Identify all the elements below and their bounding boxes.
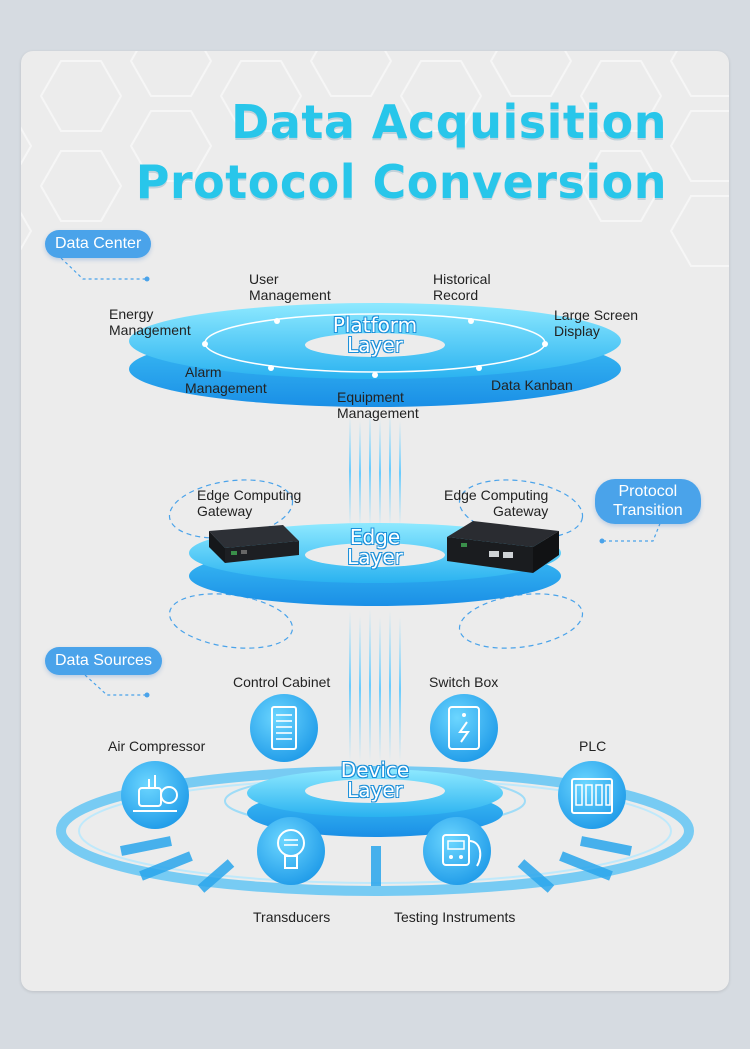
switch-box-icon — [430, 694, 498, 762]
module-historical-record: Historical Record — [433, 271, 491, 303]
device-layer-label-line-2: Layer — [347, 778, 403, 802]
tag-data-center: Data Center — [45, 230, 152, 258]
module-energy-management: Energy Management — [109, 306, 191, 338]
gateway-right-label: Edge Computing Gateway — [444, 487, 548, 519]
source-control-cabinet-label: Control Cabinet — [233, 674, 331, 690]
edge-layer-label: Edge Layer — [325, 527, 425, 567]
tag-protocol-transition-line-2: Transition — [613, 502, 683, 519]
platform-layer-disc — [129, 303, 621, 407]
gateway-left-label: Edge Computing Gateway — [197, 487, 301, 519]
tag-protocol-transition: Protocol Transition — [595, 479, 701, 524]
device-layer-label: Device Layer — [325, 760, 425, 800]
module-energy-management-line-1: Energy — [109, 306, 154, 322]
module-user-management-line-1: User — [249, 271, 279, 287]
control-cabinet-icon — [250, 694, 318, 762]
platform-layer-label-line-1: Platform — [332, 313, 418, 337]
tag-protocol-transition-line-1: Protocol — [618, 483, 678, 500]
plc-icon — [558, 761, 626, 829]
tag-data-sources: Data Sources — [45, 647, 162, 675]
tag-leader-lines — [60, 257, 662, 696]
module-equipment-management-line-1: Equipment — [337, 389, 404, 405]
gateway-device-right — [447, 521, 559, 573]
platform-layer-label-line-2: Layer — [347, 333, 403, 357]
device-layer-label-line-1: Device — [340, 758, 410, 782]
air-compressor-icon — [121, 761, 189, 829]
module-equipment-management: Equipment Management — [337, 389, 419, 421]
gateway-device-left — [209, 525, 299, 563]
hexagon-pattern — [21, 51, 729, 267]
page-title-line-2: Protocol Conversion — [135, 155, 667, 209]
module-energy-management-line-2: Management — [109, 322, 191, 338]
module-user-management: User Management — [249, 271, 331, 303]
edge-layer-label-line-2: Layer — [347, 545, 403, 569]
edge-layer-label-line-1: Edge — [349, 525, 401, 549]
testing-instrument-icon — [423, 817, 491, 885]
module-data-kanban: Data Kanban — [491, 377, 573, 393]
module-historical-record-line-1: Historical — [433, 271, 491, 287]
module-historical-record-line-2: Record — [433, 287, 479, 303]
module-large-screen-display: Large Screen Display — [554, 307, 638, 339]
diagram-card: Data Acquisition Protocol Conversion Dat… — [21, 51, 729, 991]
module-alarm-management: Alarm Management — [185, 364, 267, 396]
gateway-right-label-line-2: Gateway — [493, 503, 549, 519]
module-alarm-management-line-1: Alarm — [185, 364, 222, 380]
module-alarm-management-line-2: Management — [185, 380, 267, 396]
data-beams-upper — [349, 411, 401, 527]
tag-leader-dots — [144, 276, 605, 698]
gateway-left-label-line-1: Edge Computing — [197, 487, 302, 503]
platform-layer-label: Platform Layer — [325, 315, 425, 355]
gateway-right-label-line-1: Edge Computing — [444, 487, 549, 503]
source-testing-instruments-label: Testing Instruments — [394, 909, 516, 925]
page-title-line-1: Data Acquisition — [231, 95, 667, 149]
source-air-compressor-label: Air Compressor — [108, 738, 206, 754]
gateway-left-label-line-2: Gateway — [197, 503, 253, 519]
transducer-icon — [257, 817, 325, 885]
module-large-screen-display-line-2: Display — [554, 323, 600, 339]
source-switch-box-label: Switch Box — [429, 674, 499, 690]
source-transducers-label: Transducers — [253, 909, 331, 925]
module-user-management-line-2: Management — [249, 287, 331, 303]
diagram-graphics — [21, 51, 729, 896]
module-large-screen-display-line-1: Large Screen — [554, 307, 639, 323]
module-equipment-management-line-2: Management — [337, 405, 419, 421]
data-beams-lower — [349, 609, 401, 761]
source-plc-label: PLC — [579, 738, 607, 754]
